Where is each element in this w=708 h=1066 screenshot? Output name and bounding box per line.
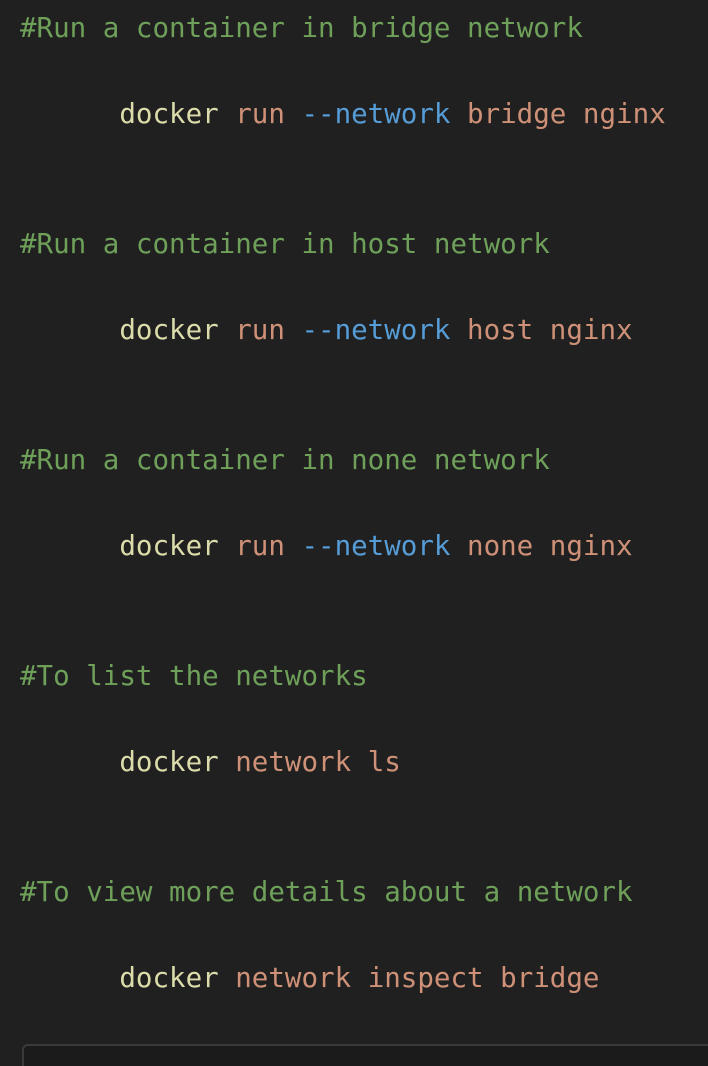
subcommand-token: network: [235, 962, 352, 995]
argument-token: bridge: [500, 962, 600, 995]
command-token: docker: [119, 314, 219, 347]
comment-line: #To view more details about a network: [20, 876, 633, 908]
comment-line: #To list the networks: [20, 660, 368, 692]
command-line: docker run --network host nginx: [20, 266, 708, 396]
comment-line: #Run a container in none network: [20, 444, 550, 476]
subcommand-token: run: [235, 530, 285, 563]
comment-line: #Run a container in host network: [20, 228, 550, 260]
argument-token: bridge: [467, 98, 567, 131]
command-token: docker: [119, 530, 219, 563]
flag-token: --network: [301, 530, 451, 563]
command-token: docker: [119, 98, 219, 131]
argument-token: ls: [367, 746, 401, 779]
argument-token: nginx: [549, 314, 633, 347]
argument-token: nginx: [582, 98, 666, 131]
command-line: docker network inspect bridge: [20, 914, 708, 1044]
code-section-list: #To list the networks docker network ls: [20, 655, 708, 828]
argument-token: none: [467, 530, 534, 563]
subcommand-token: run: [235, 314, 285, 347]
next-codeblock-top-edge: [22, 1043, 708, 1066]
command-line: docker run --network none nginx: [20, 482, 708, 612]
command-token: docker: [119, 962, 219, 995]
command-line: docker network ls: [20, 698, 708, 828]
argument-token: host: [467, 314, 534, 347]
command-line: docker run --network bridge nginx: [20, 50, 708, 180]
subcommand-token: run: [235, 98, 285, 131]
command-token: docker: [119, 746, 219, 779]
argument-token: inspect: [367, 962, 484, 995]
flag-token: --network: [301, 314, 451, 347]
argument-token: nginx: [549, 530, 633, 563]
code-section-inspect: #To view more details about a network do…: [20, 871, 708, 1044]
subcommand-token: network: [235, 746, 352, 779]
comment-line: #Run a container in bridge network: [20, 12, 583, 44]
flag-token: --network: [301, 98, 451, 131]
code-section-bridge: #Run a container in bridge network docke…: [20, 7, 708, 180]
